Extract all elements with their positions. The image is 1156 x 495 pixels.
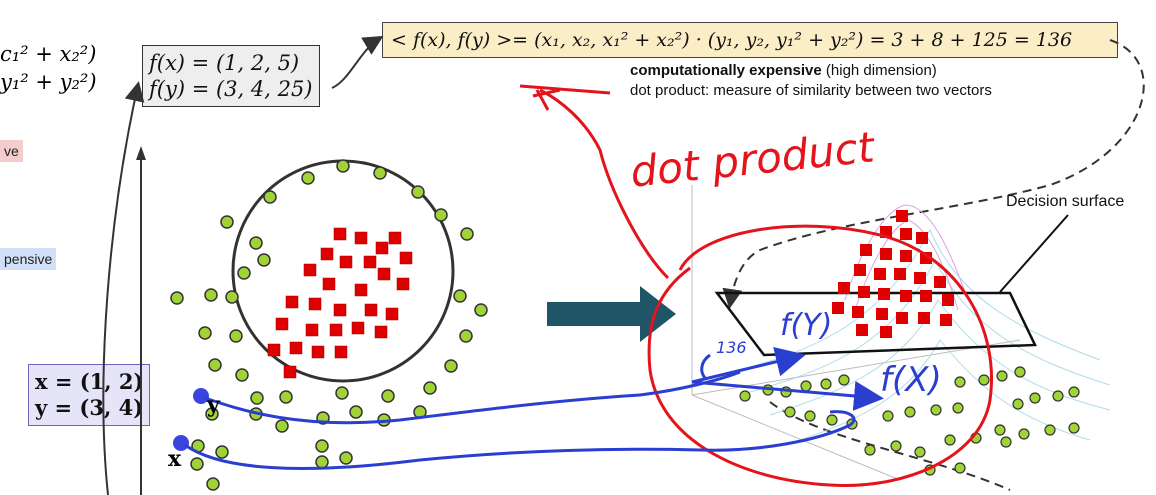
blue-vector-fx [691,380,884,411]
left-partial-formula-1: c₁² + x₂²) [0,42,97,66]
handwritten-fx: f(X) [880,360,942,400]
red-ink-arrow [539,88,670,280]
handwritten-fy: f(Y) [780,308,833,343]
point-x [173,435,189,451]
expensive-note: computationally expensive (high dimensio… [630,62,937,79]
decision-surface-label: Decision surface [1006,193,1125,210]
mapping-arrow-top [331,35,384,89]
expensive-note-bold: computationally expensive [630,62,822,79]
handwritten-136: 136 [716,338,747,357]
blue-curve-y [204,370,741,425]
dashed-arrow-right [722,39,1145,309]
mapping-arrow-left [102,81,145,495]
decision-pointer [999,214,1069,293]
input-y: y = (3, 4) [35,395,144,420]
transform-arrow [547,286,676,342]
similarity-note: dot product: measure of similarity betwe… [630,82,992,99]
red-squares-2d [267,227,413,379]
blue-vector-fy [691,347,806,384]
decision-plane [714,291,1037,357]
input-vectors-box: x = (1, 2) y = (3, 4) [28,364,151,426]
label-x: x [168,446,182,472]
red-squares-3d [832,210,954,338]
expensive-note-rest: (high dimension) [821,62,937,79]
point-y [193,388,209,404]
label-y: y [207,392,220,418]
left-partial-tag-red: ve [0,140,23,162]
left-partial-tag-blue: pensive [0,248,57,270]
mapped-features-box: f(x) = (1, 2, 5) f(y) = (3, 4, 25) [142,45,320,107]
dot-product-formula-box: < f(x), f(y) >= (x₁, x₂, x₁² + x₂²) · (y… [382,22,1118,58]
input-x: x = (1, 2) [35,369,144,394]
blue-curve-x [184,410,856,470]
mapped-fx: f(x) = (1, 2, 5) [149,51,300,75]
mapped-fy: f(y) = (3, 4, 25) [149,77,313,101]
red-ink-circle [647,224,993,488]
left-partial-formula-2: y₁² + y₂²) [0,70,97,94]
